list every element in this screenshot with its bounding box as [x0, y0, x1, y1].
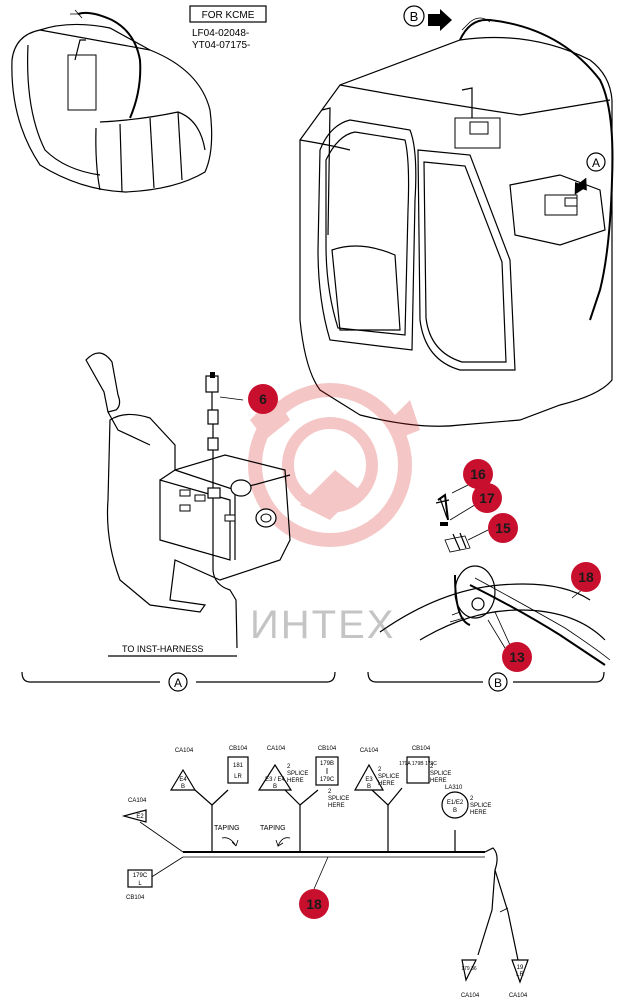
callout-15: 15: [488, 513, 518, 543]
view-b-marker-letter: B: [410, 9, 419, 24]
svg-text:HERE: HERE: [287, 778, 304, 784]
svg-text:19: 19: [517, 965, 524, 971]
svg-text:HERE: HERE: [470, 810, 487, 816]
svg-text:15: 15: [495, 520, 511, 536]
tag-e3: [353, 763, 385, 791]
svg-text:2: 2: [430, 764, 434, 770]
svg-text:E3 / E4: E3 / E4: [265, 777, 285, 783]
tag-e4: [169, 768, 197, 791]
svg-text:18: 18: [306, 896, 322, 912]
svg-text:HERE: HERE: [430, 778, 447, 784]
cab-illustration: B A: [299, 5, 614, 427]
svg-text:LR: LR: [516, 972, 524, 978]
svg-text:LR: LR: [234, 774, 242, 780]
taping-label-2: TAPING: [260, 825, 286, 832]
svg-text:SPLICE: SPLICE: [328, 796, 349, 802]
view-b-marker: [403, 5, 425, 27]
callout-18-top: 18: [571, 562, 601, 592]
serial-2: YT04-07175-: [192, 40, 250, 51]
svg-text:6: 6: [259, 391, 267, 407]
arrow-a-icon: [574, 177, 587, 195]
svg-text:SPLICE: SPLICE: [287, 771, 308, 777]
tag-e2: [121, 809, 147, 823]
view-a-bracket: A: [21, 671, 336, 692]
view-b-label: B: [494, 676, 502, 690]
kcme-box: [189, 5, 267, 23]
svg-text:CA104: CA104: [175, 748, 194, 754]
svg-text:2: 2: [328, 789, 332, 795]
svg-text:179C: 179C: [320, 777, 335, 783]
seat-illustration: [11, 9, 213, 193]
svg-text:179C: 179C: [133, 873, 148, 879]
view-a-illustration: TO INST-HARNESS: [85, 352, 291, 657]
tag-e3e4: [257, 763, 293, 791]
watermark-logo: [248, 383, 420, 547]
tag-179abc: [406, 756, 430, 784]
svg-text:181: 181: [233, 763, 244, 769]
svg-text:13: 13: [509, 649, 525, 665]
kcme-label: FOR KCME: [202, 10, 255, 21]
svg-text:HERE: HERE: [328, 803, 345, 809]
callout-18-bottom: 18: [299, 889, 329, 919]
svg-text:179A 179B 179C: 179A 179B 179C: [399, 761, 437, 767]
watermark-text: ИНТЕХ: [250, 603, 395, 647]
svg-text:B: B: [453, 808, 457, 814]
tag-181: [227, 756, 249, 784]
svg-text:CA104: CA104: [509, 993, 528, 999]
svg-text:SPLICE: SPLICE: [470, 803, 491, 809]
svg-text:CB104: CB104: [126, 895, 145, 901]
svg-text:2: 2: [287, 764, 291, 770]
view-a-marker: [586, 152, 606, 172]
svg-text:B: B: [367, 784, 371, 790]
tag-19-lr: [511, 959, 529, 984]
svg-text:B: B: [273, 784, 277, 790]
callout-6: 6: [248, 384, 278, 414]
svg-text:CA104: CA104: [267, 746, 286, 752]
svg-text:CA104: CA104: [128, 798, 147, 804]
svg-text:179 36: 179 36: [461, 966, 477, 972]
svg-text:2: 2: [470, 796, 474, 802]
svg-text:E4: E4: [179, 777, 187, 783]
view-a-label: A: [174, 676, 182, 690]
svg-text:2: 2: [378, 767, 382, 773]
svg-text:LA310: LA310: [445, 785, 463, 791]
svg-text:CA104: CA104: [461, 993, 480, 999]
svg-text:CB104: CB104: [318, 746, 337, 752]
inst-harness-label: TO INST-HARNESS: [122, 644, 203, 654]
svg-text:CA104: CA104: [360, 748, 379, 754]
tag-e1e2: [441, 791, 469, 819]
taping-label-1: TAPING: [214, 825, 240, 832]
arrow-b-icon: [428, 9, 452, 31]
svg-text:CB104: CB104: [412, 746, 431, 752]
tag-179-36: [461, 959, 477, 982]
svg-text:SPLICE: SPLICE: [378, 774, 399, 780]
view-b-illustration: [379, 483, 611, 666]
svg-text:E3: E3: [365, 777, 373, 783]
view-a-marker-letter: A: [592, 156, 600, 170]
svg-text:CB104: CB104: [229, 746, 248, 752]
serial-1: LF04-02048-: [192, 28, 249, 39]
svg-text:E2: E2: [136, 814, 144, 820]
tag-179c-l: [127, 869, 153, 888]
callout-13: 13: [502, 642, 532, 672]
svg-text:179B: 179B: [320, 761, 334, 767]
svg-text:18: 18: [578, 569, 594, 585]
svg-text:SPLICE: SPLICE: [430, 771, 451, 777]
svg-text:E1/E2: E1/E2: [447, 800, 464, 806]
callout-17: 17: [472, 483, 502, 513]
svg-text:L: L: [138, 881, 142, 887]
header-block: FOR KCME LF04-02048- YT04-07175-: [189, 5, 267, 51]
svg-text:17: 17: [479, 490, 495, 506]
svg-text:16: 16: [470, 466, 486, 482]
svg-text:HERE: HERE: [378, 781, 395, 787]
callout-16: 16: [463, 459, 493, 489]
view-b-bracket: B: [367, 671, 605, 692]
svg-text:B: B: [181, 784, 185, 790]
harness-diagram: TAPING TAPING E4 B CA104 181 LR CB104 E3…: [121, 746, 529, 999]
